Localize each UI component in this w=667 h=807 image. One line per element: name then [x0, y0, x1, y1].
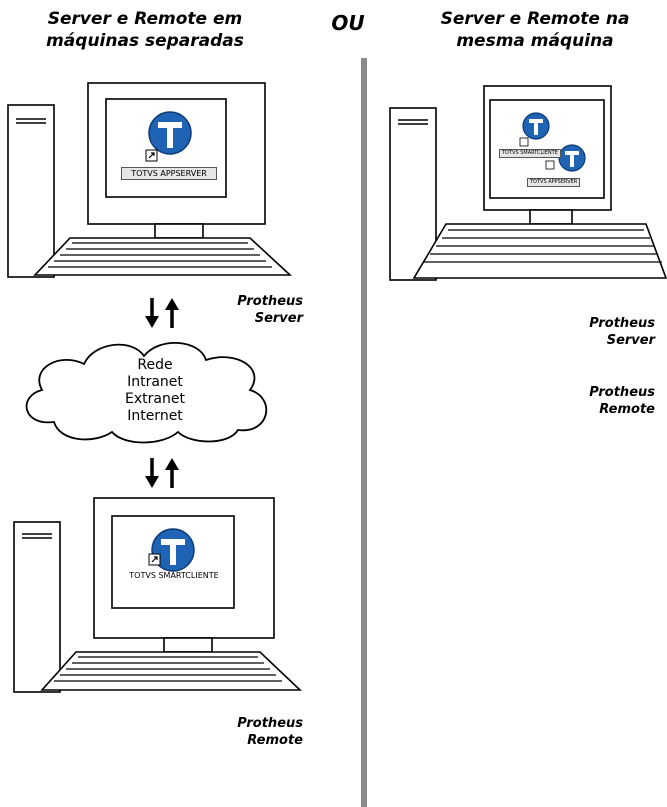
client-tower: [13, 521, 61, 693]
network-arrows-upper: [145, 298, 179, 328]
left-title-line-1: Server e Remote em: [47, 9, 243, 29]
vertical-divider: [361, 58, 367, 807]
combined-appserver-label: TOTVS APPSERVER: [527, 178, 581, 187]
client-computer-illustration: [13, 497, 303, 693]
combined-smartclient-label: TOTVS SMARTCLIENTE: [499, 149, 561, 158]
smartclient-icon-label: TOTVS SMARTCLIENTE: [129, 571, 219, 580]
appserver-icon-label: TOTVS APPSERVER: [121, 167, 217, 180]
network-arrows-lower: [145, 458, 179, 488]
combined-server-role-label: Protheus Server: [589, 316, 655, 348]
right-title-line-2: mesma máquina: [456, 31, 614, 51]
server-tower: [7, 104, 55, 278]
combined-remote-role-label: Protheus Remote: [589, 385, 655, 417]
client-keyboard: [40, 651, 303, 691]
server-role-label: Protheus Server: [237, 294, 303, 326]
combined-computer-illustration: [389, 85, 667, 281]
combined-appserver-icon: [545, 144, 586, 172]
combined-smartclient-icon: [519, 112, 550, 147]
right-title-line-1: Server e Remote na: [440, 9, 630, 29]
network-cloud-text: Rede Intranet Extranet Internet: [125, 357, 185, 424]
combined-tower: [389, 107, 437, 281]
server-computer-illustration: [7, 82, 293, 278]
combined-keyboard: [412, 223, 667, 279]
smartclient-icon: [148, 528, 195, 572]
server-keyboard: [33, 237, 293, 276]
network-cloud: [25, 342, 268, 444]
appserver-icon: [145, 111, 192, 162]
or-separator-label: OU: [331, 11, 365, 35]
right-column-title: Server e Remote na mesma máquina: [405, 8, 665, 52]
client-role-label: Protheus Remote: [237, 716, 303, 748]
left-title-line-2: máquinas separadas: [46, 31, 244, 51]
left-column-title: Server e Remote em máquinas separadas: [10, 8, 280, 52]
